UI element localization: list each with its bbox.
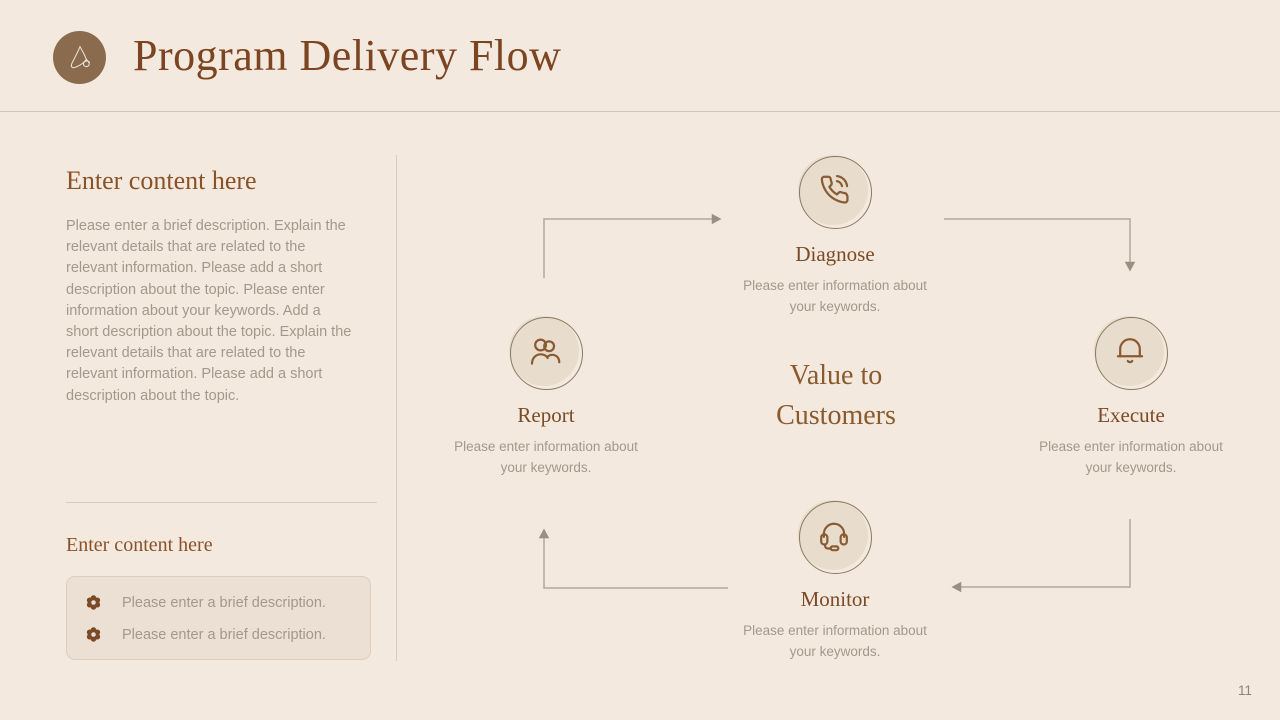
arrow-diagnose-to-execute bbox=[944, 218, 1136, 272]
arrow-report-to-diagnose bbox=[543, 213, 722, 278]
circle-badge bbox=[509, 316, 583, 390]
circle-badge bbox=[798, 500, 872, 574]
list-item-text: Please enter a brief description. bbox=[122, 626, 326, 643]
arrow-monitor-to-report bbox=[538, 528, 728, 589]
description-list-box: Please enter a brief description. Please… bbox=[66, 576, 371, 660]
content-heading-1: Enter content here bbox=[66, 166, 257, 195]
list-item-text: Please enter a brief description. bbox=[122, 594, 326, 611]
page-title: Program Delivery Flow bbox=[133, 31, 562, 80]
diagram-center-label: Value to Customers bbox=[776, 360, 896, 431]
brand-logo bbox=[53, 31, 106, 84]
node-monitor: Monitor Please enter information about y… bbox=[740, 497, 930, 662]
content-body-text: Please enter a brief description. Explai… bbox=[66, 218, 352, 404]
slide-header: Program Delivery Flow bbox=[0, 0, 1280, 112]
node-circle bbox=[795, 497, 875, 577]
abstract-droplet-swirl-icon bbox=[70, 44, 90, 68]
node-execute: Execute Please enter information about y… bbox=[1036, 313, 1226, 478]
node-description: Please enter information about your keyw… bbox=[743, 623, 927, 659]
node-label: Monitor bbox=[800, 587, 870, 611]
circle-badge bbox=[1094, 316, 1168, 390]
vertical-divider bbox=[396, 155, 397, 661]
horizontal-divider bbox=[66, 502, 377, 503]
node-report: Report Please enter information about yo… bbox=[451, 313, 641, 478]
node-label: Diagnose bbox=[795, 242, 875, 266]
node-circle bbox=[506, 313, 586, 393]
list-item: Please enter a brief description. bbox=[85, 622, 360, 647]
node-description: Please enter information about your keyw… bbox=[743, 278, 927, 314]
users-icon bbox=[530, 338, 561, 365]
list-item: Please enter a brief description. bbox=[85, 590, 360, 615]
node-label: Report bbox=[517, 403, 575, 427]
flower-asterisk-icon bbox=[86, 595, 101, 610]
node-circle bbox=[1091, 313, 1171, 393]
phone-call-icon bbox=[820, 174, 849, 204]
content-heading-2: Enter content here bbox=[66, 534, 213, 556]
node-diagnose: Diagnose Please enter information about … bbox=[740, 152, 930, 317]
flower-asterisk-icon bbox=[86, 627, 101, 642]
node-circle bbox=[795, 152, 875, 232]
node-label: Execute bbox=[1097, 403, 1165, 427]
arrow-execute-to-monitor bbox=[951, 519, 1131, 593]
headset-icon bbox=[820, 522, 848, 552]
node-description: Please enter information about your keyw… bbox=[1039, 439, 1223, 475]
page-number: 11 bbox=[1237, 683, 1252, 698]
bell-icon bbox=[1116, 338, 1144, 364]
node-description: Please enter information about your keyw… bbox=[454, 439, 638, 475]
